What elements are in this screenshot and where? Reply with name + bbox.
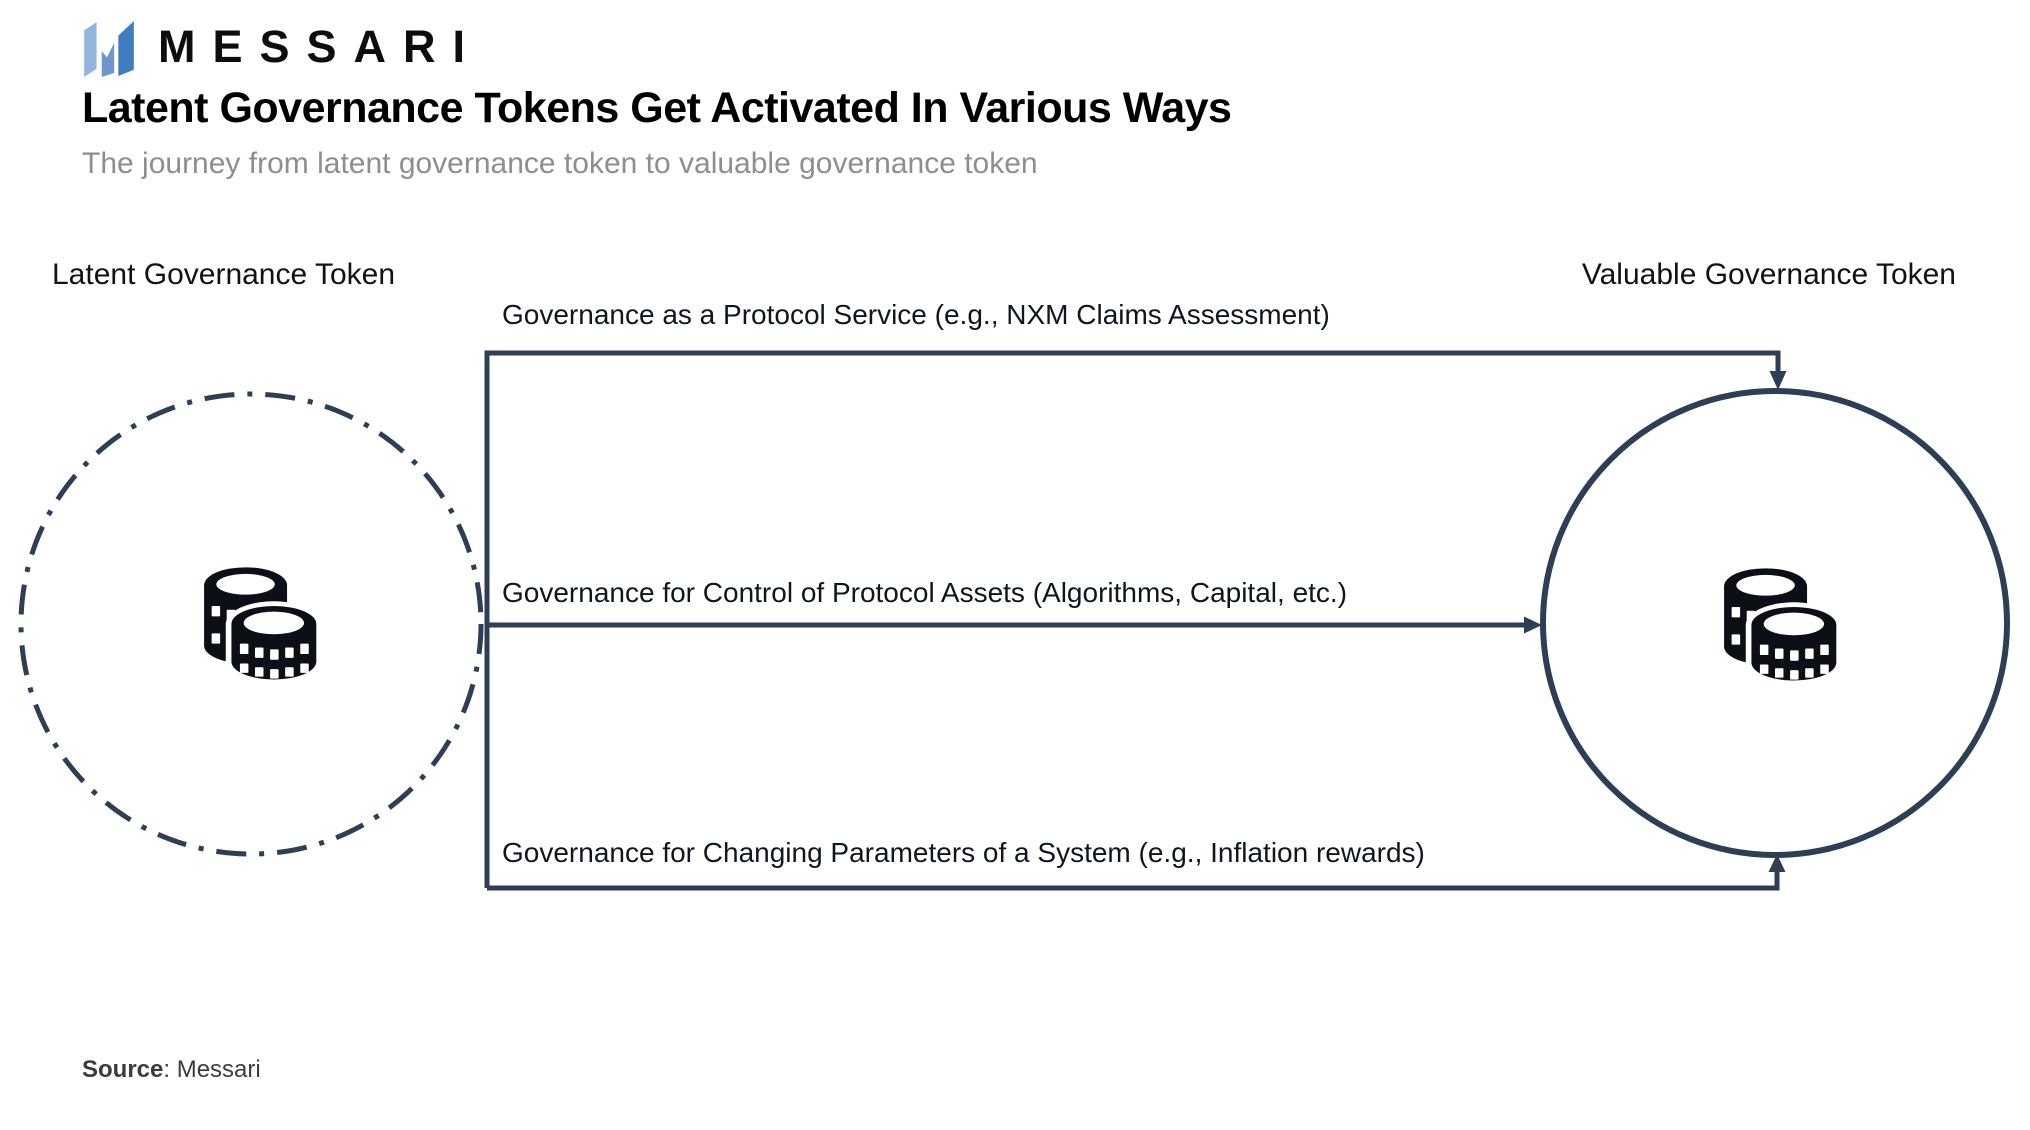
path-label-changing-parameters: Governance for Changing Parameters of a … (502, 837, 1425, 868)
coins-icon (1724, 568, 1842, 686)
arrowhead-top (1769, 371, 1787, 390)
path-label-protocol-service: Governance as a Protocol Service (e.g., … (502, 299, 1330, 330)
source-label: Source (82, 1056, 164, 1083)
valuable-token-circle (1540, 388, 2010, 858)
path-label-protocol-assets: Governance for Control of Protocol Asset… (502, 577, 1348, 608)
path-top-connector (484, 350, 1781, 888)
latent-token-label: Latent Governance Token (52, 258, 396, 291)
source-line: Source: Messari (82, 1056, 261, 1084)
arrowhead-middle (1524, 616, 1542, 634)
arrowhead-bottom (1768, 854, 1786, 872)
messari-wordmark: MESSARI (158, 21, 483, 72)
coins-icon (204, 567, 322, 685)
messari-logo-icon (84, 21, 134, 77)
source-value: : Messari (163, 1056, 261, 1083)
page-subtitle: The journey from latent governance token… (82, 147, 1038, 180)
page-title: Latent Governance Tokens Get Activated I… (82, 84, 1232, 132)
latent-token-circle (18, 391, 484, 857)
path-bottom-connector (487, 871, 1780, 891)
valuable-token-label: Valuable Governance Token (1581, 258, 1956, 291)
